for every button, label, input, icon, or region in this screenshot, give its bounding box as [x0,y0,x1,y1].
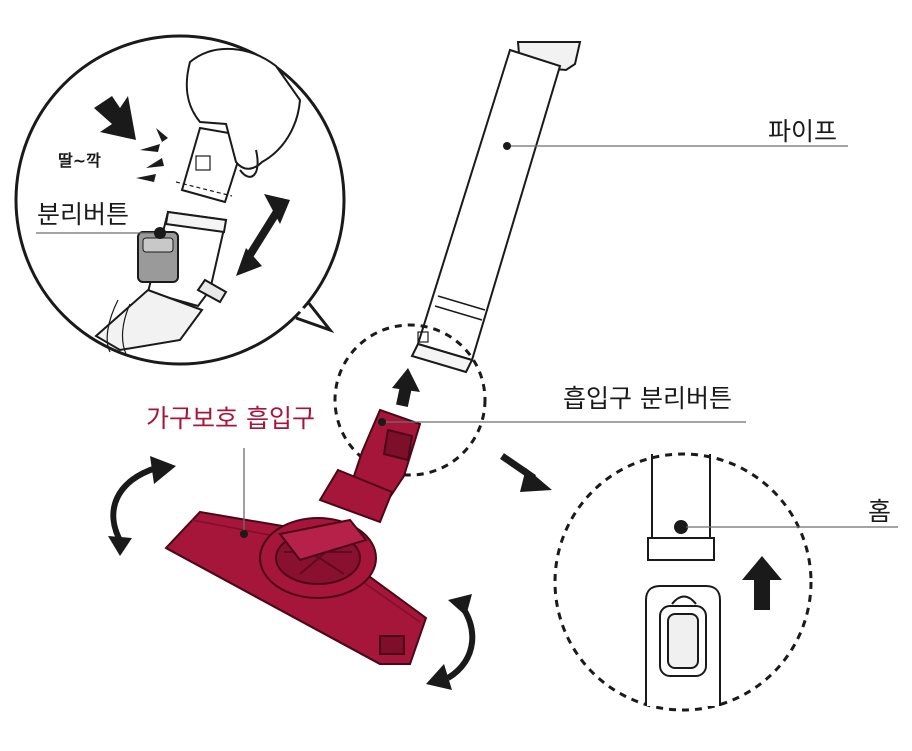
click-sound-label: 딸~깍 [58,151,101,170]
click-spark-icon [136,128,168,182]
release-button-label: 분리버튼 [37,200,130,229]
zoom-arrow-icon [500,453,552,492]
groove-label: 홈 [868,497,892,526]
pipe-leader [503,142,848,150]
furniture-nozzle-leader [240,448,248,538]
button-detail-callout [14,34,346,366]
nozzle-release-button-label: 흡입구 분리버튼 [563,384,732,413]
push-arrow-icon [94,96,136,140]
up-arrow-icon [392,368,420,408]
double-arrow-icon [236,194,290,276]
joint-highlight-circle [333,323,487,477]
pipe-label: 파이프 [768,117,838,146]
up-arrow-zoom-icon [742,556,782,610]
furniture-nozzle-label: 가구보호 흡입구 [146,404,315,433]
nozzle-release-leader [378,418,746,426]
pipe-illustration [410,41,582,374]
furniture-nozzle-illustration [164,408,428,665]
groove-detail-callout [553,452,813,712]
